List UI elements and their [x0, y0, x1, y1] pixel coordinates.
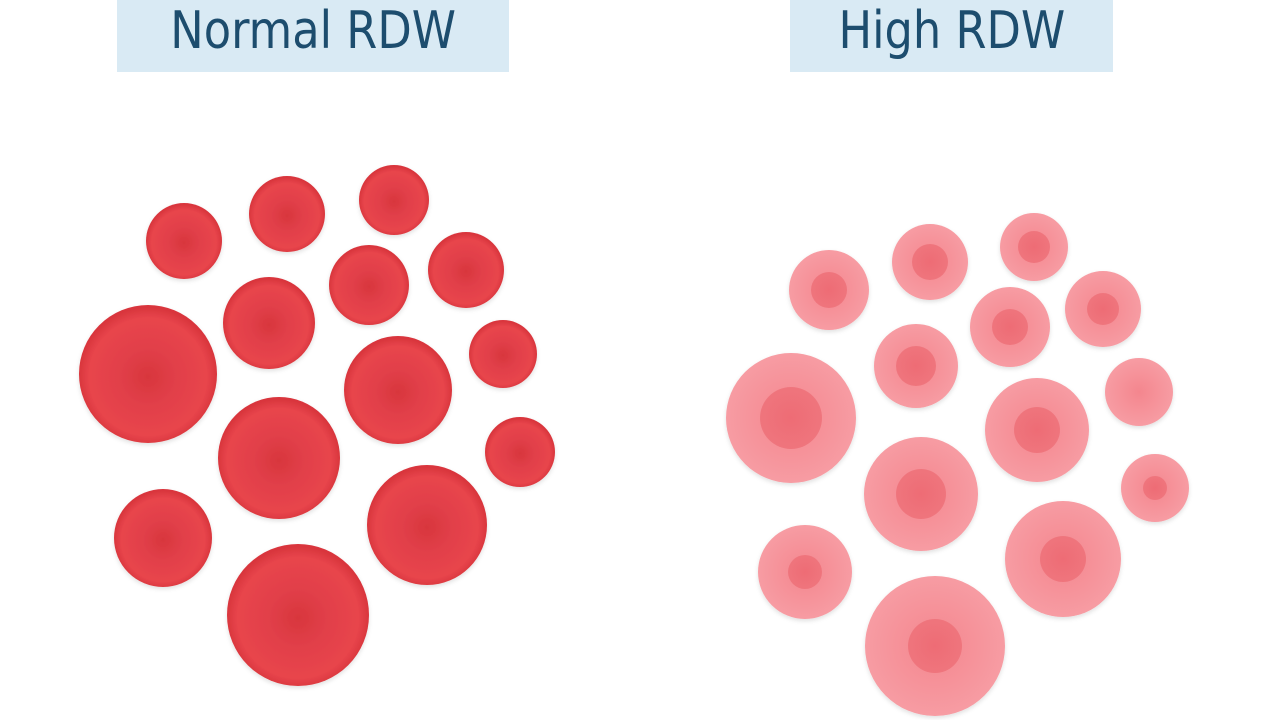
high-rdw-red-blood-cell	[1121, 454, 1189, 522]
high-rdw-red-blood-cell	[1005, 501, 1121, 617]
high-rdw-red-blood-cell	[726, 353, 856, 483]
normal-red-blood-cell	[223, 277, 315, 369]
high-rdw-red-blood-cell	[789, 250, 869, 330]
high-rdw-red-blood-cell	[865, 576, 1005, 716]
cell-central-pallor	[1040, 536, 1086, 582]
normal-red-blood-cell	[469, 320, 537, 388]
cell-central-pallor	[1014, 407, 1060, 453]
cell-central-pallor	[1087, 293, 1119, 325]
cell-central-pallor	[896, 469, 946, 519]
high-rdw-red-blood-cell	[970, 287, 1050, 367]
high-rdw-red-blood-cell	[864, 437, 978, 551]
normal-red-blood-cell	[79, 305, 217, 443]
high-rdw-title: High RDW	[838, 1, 1065, 61]
high-rdw-title-box: High RDW	[790, 0, 1113, 72]
cell-central-pallor	[1018, 231, 1050, 263]
high-rdw-red-blood-cell	[985, 378, 1089, 482]
cell-central-pallor	[811, 272, 847, 308]
normal-red-blood-cell	[359, 165, 429, 235]
normal-red-blood-cell	[249, 176, 325, 252]
cell-central-pallor	[908, 619, 962, 673]
cell-central-pallor	[896, 346, 936, 386]
normal-red-blood-cell	[146, 203, 222, 279]
cell-membrane	[1105, 358, 1173, 426]
high-rdw-red-blood-cell	[1000, 213, 1068, 281]
cell-central-pallor	[992, 309, 1028, 345]
normal-red-blood-cell	[227, 544, 369, 686]
high-rdw-red-blood-cell	[892, 224, 968, 300]
normal-rdw-cells	[79, 165, 555, 686]
normal-rdw-title-box: Normal RDW	[117, 0, 509, 72]
normal-red-blood-cell	[428, 232, 504, 308]
cell-central-pallor	[1143, 476, 1167, 500]
normal-red-blood-cell	[344, 336, 452, 444]
high-rdw-red-blood-cell	[758, 525, 852, 619]
high-rdw-red-blood-cell	[874, 324, 958, 408]
normal-red-blood-cell	[329, 245, 409, 325]
high-rdw-red-blood-cell	[1105, 358, 1173, 426]
cell-central-pallor	[788, 555, 822, 589]
cell-central-pallor	[912, 244, 948, 280]
normal-red-blood-cell	[114, 489, 212, 587]
normal-red-blood-cell	[485, 417, 555, 487]
high-rdw-red-blood-cell	[1065, 271, 1141, 347]
cell-central-pallor	[760, 387, 822, 449]
normal-red-blood-cell	[218, 397, 340, 519]
high-rdw-cells	[726, 213, 1189, 716]
normal-rdw-title: Normal RDW	[170, 1, 456, 61]
normal-red-blood-cell	[367, 465, 487, 585]
